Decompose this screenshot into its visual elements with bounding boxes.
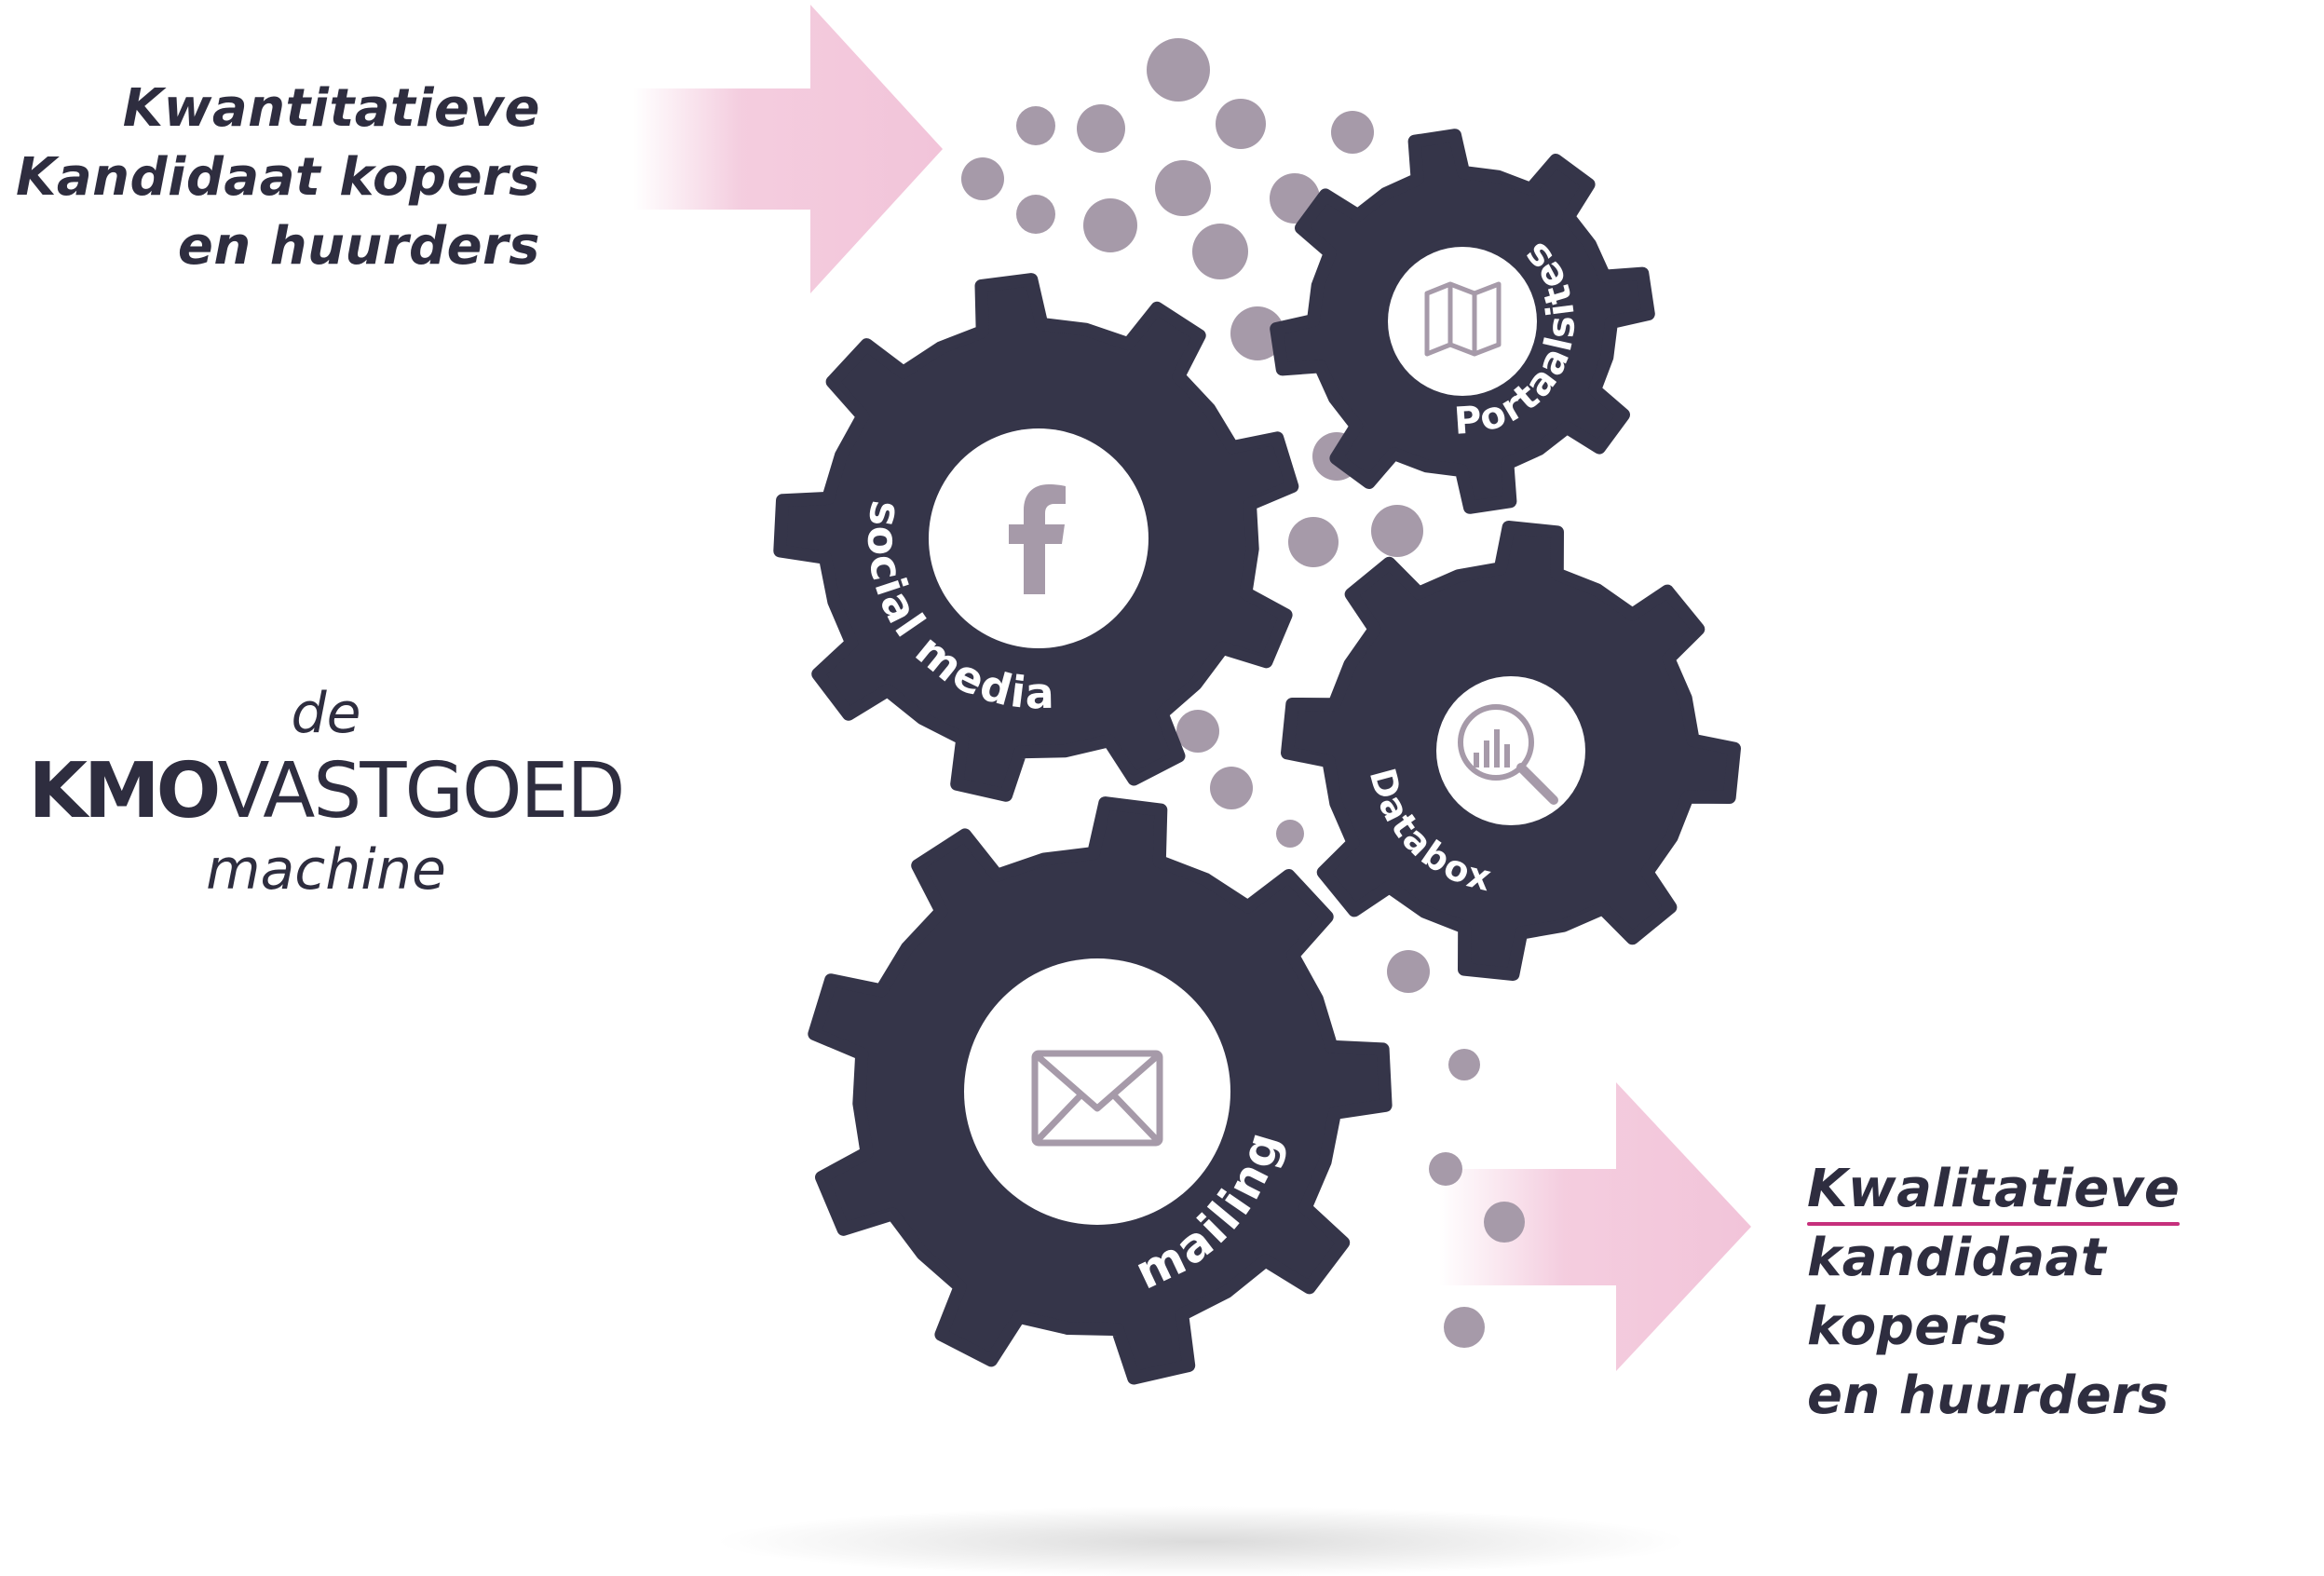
- dot-12: [1230, 306, 1284, 360]
- dot-24: [1444, 1307, 1485, 1348]
- output-label-line-1: Kwalitatieve: [1807, 1155, 2324, 1226]
- dot-14: [1288, 517, 1339, 567]
- dot-17: [1210, 767, 1253, 809]
- dot-7: [1155, 160, 1211, 216]
- input-label-line-3: en huurders: [177, 216, 540, 277]
- floor-shadow: [717, 1506, 1686, 1576]
- dot-22: [1429, 1152, 1462, 1186]
- dot-6: [961, 157, 1004, 200]
- input-label: Kwantitatieve Kandidaat kopers en huurde…: [16, 75, 540, 281]
- brand-prefix: de: [291, 681, 361, 746]
- brand-logo: KMOVASTGOED: [0, 747, 652, 836]
- portaalsites-hub: [1388, 247, 1537, 396]
- dot-10: [1083, 198, 1137, 252]
- input-arrow: [633, 5, 943, 293]
- dot-3: [1077, 104, 1125, 153]
- dot-9: [1016, 195, 1055, 234]
- brand-block: de KMOVASTGOED machine: [0, 680, 652, 903]
- dot-1: [1147, 38, 1210, 102]
- dot-23: [1484, 1202, 1525, 1243]
- dot-18: [1276, 820, 1304, 848]
- brand-logo-bold: KMO: [28, 747, 222, 836]
- output-label-underlined: Kwalitatieve: [1807, 1155, 2181, 1226]
- output-arrow: [1439, 1082, 1751, 1371]
- output-label-line-3: en huurders: [1807, 1365, 2170, 1426]
- input-label-line-1: Kwantitatieve: [122, 78, 540, 139]
- mailing-hub: [964, 958, 1230, 1225]
- dot-15: [1371, 505, 1423, 557]
- dot-21: [1448, 1049, 1480, 1080]
- brand-suffix: machine: [206, 837, 446, 903]
- dot-16: [1176, 710, 1219, 753]
- dot-20: [1387, 950, 1430, 993]
- dot-2: [1016, 106, 1055, 145]
- map-icon: [1424, 281, 1502, 357]
- output-label: Kwalitatieve kandidaat kopers en huurder…: [1807, 1155, 2324, 1431]
- output-label-line-2: kandidaat kopers: [1807, 1228, 2107, 1357]
- dot-5: [1331, 111, 1374, 154]
- dot-11: [1192, 224, 1248, 279]
- facebook-icon: [1009, 484, 1066, 594]
- dot-4: [1216, 99, 1266, 149]
- input-label-line-2: Kandidaat kopers: [16, 147, 540, 208]
- chart-search-icon: [1458, 704, 1558, 805]
- envelope-icon: [1031, 1050, 1163, 1147]
- brand-logo-light: VASTGOED: [217, 747, 625, 836]
